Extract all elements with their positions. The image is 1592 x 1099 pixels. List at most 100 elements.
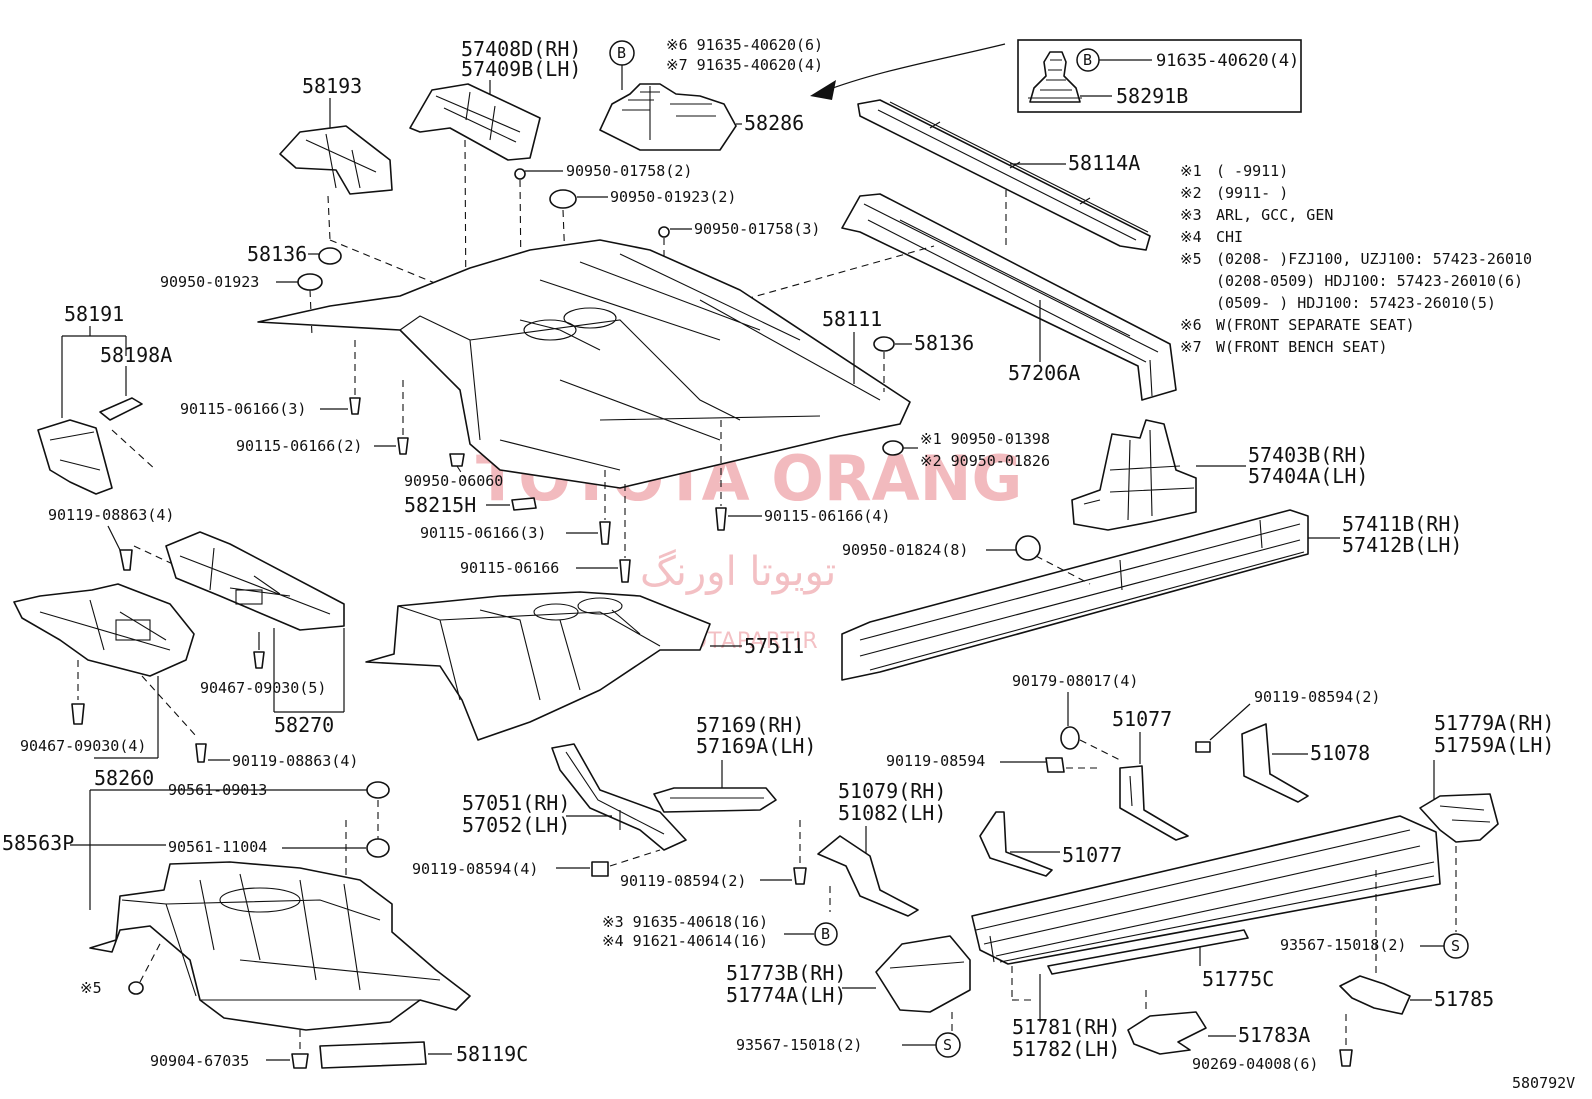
label-58191: 58191 [64,302,124,326]
part-57403b-drawing [1071,419,1197,531]
label-51077-a: 51077 [1112,707,1172,731]
label-51773b: 51773B(RH) [726,961,846,985]
label-58136-right: 58136 [914,331,974,355]
note-mark: ※3 [1180,206,1202,224]
label-51785: 51785 [1434,987,1494,1011]
label-93567-a: 93567-15018(2) [736,1036,862,1054]
label-51078: 51078 [1310,741,1370,765]
label-51779a: 51779A(RH) [1434,711,1554,735]
part-58119c-drawing [319,1041,427,1069]
label-58198a: 58198A [100,343,172,367]
label-58260: 58260 [94,766,154,790]
part-51077-a-drawing [1119,765,1189,841]
note-text: (9911- ) [1216,184,1288,202]
part-57051-drawing [551,743,687,851]
label-58193: 58193 [302,74,362,98]
label-57169a: 57169A(LH) [696,734,816,758]
note-text: (0208-0509) HDJ100: 57423-26010(6) [1216,272,1523,290]
part-57408d-drawing [409,83,541,161]
label-90950-01758-2: 90950-01758(2) [566,162,692,180]
label-51079: 51079(RH) [838,779,946,803]
circle-s-right [1443,933,1469,959]
diagram-id: 580792V [1512,1074,1575,1092]
label-51781: 51781(RH) [1012,1015,1120,1039]
part-51079-drawing [817,835,919,917]
part-58114a-drawing [857,99,1151,251]
label-90904-67035: 90904-67035 [150,1052,249,1070]
note-text: CHI [1216,228,1243,246]
label-57412b: 57412B(LH) [1342,533,1462,557]
label-57511: 57511 [744,634,804,658]
label-58286: 58286 [744,111,804,135]
part-58563p-drawing [89,861,471,1031]
label-57403b: 57403B(RH) [1248,443,1368,467]
part-51773b-drawing [875,935,971,1013]
label-90115: 90115-06166 [460,559,559,577]
note-text: W(FRONT SEPARATE SEAT) [1216,316,1415,334]
part-57511-drawing [365,591,711,741]
label-57409b: 57409B(LH) [461,57,581,81]
label-58119c: 58119C [456,1042,528,1066]
circle-s-right-letter: S [1451,937,1460,955]
label-90561-09013: 90561-09013 [168,781,267,799]
part-51781-drawing [1047,929,1249,975]
part-57206a-drawing [841,193,1177,401]
label-57411b: 57411B(RH) [1342,512,1462,536]
note-mark: ※4 [1180,228,1202,246]
label-57408d: 57408D(RH) [461,37,581,61]
part-51078-drawing [1241,723,1309,803]
label-51082: 51082(LH) [838,801,946,825]
watermark-arabic: تویوتا اورنگ [640,549,836,595]
label-90115-2: 90115-06166(2) [236,437,362,455]
label-90269: 90269-04008(6) [1192,1055,1318,1073]
part-51077-b-drawing [979,811,1053,877]
circle-s-left [935,1032,961,1058]
label-90119-08863-4a: 90119-08863(4) [48,506,174,524]
label-90950-01923: 90950-01923 [160,273,259,291]
note-mark: ※5 [1180,250,1202,268]
label-58270: 58270 [274,713,334,737]
label-58215h: 58215H [404,493,476,517]
part-51775c-drawing [971,815,1441,965]
part-58270-drawing [165,531,345,631]
label-90179: 90179-08017(4) [1012,672,1138,690]
label-57052: 57052(LH) [462,813,570,837]
part-51779a-drawing [1419,793,1499,843]
part-51785-drawing [1339,975,1411,1015]
label-90950-01923-2: 90950-01923(2) [610,188,736,206]
note-mark: ※7 [1180,338,1202,356]
label-58136-left: 58136 [247,242,307,266]
label-inset-b: 91635-40620(4) [1156,51,1299,71]
circle-b-inset-letter: B [1083,51,1092,69]
label-93567-b: 93567-15018(2) [1280,936,1406,954]
label-51077-b: 51077 [1062,843,1122,867]
label-90561-11004: 90561-11004 [168,838,267,856]
label-90467-4: 90467-09030(4) [20,737,146,755]
label-58563p: 58563P [2,831,74,855]
circle-b-mid [814,922,838,946]
label-91635-6: ※6 91635-40620(6) [666,36,823,54]
circle-b-top-letter: B [617,44,626,62]
part-58260-drawing [13,583,195,677]
arrow-head [810,80,836,100]
part-58111-drawing [257,239,911,489]
label-58291b: 58291B [1116,84,1188,108]
boot-58291-drawing [1028,51,1082,103]
label-90119-08594: 90119-08594 [886,752,985,770]
note-text: (0208- )FZJ100, UZJ100: 57423-26010 [1216,250,1532,268]
part-58198a-drawing [99,397,143,421]
label-57206a: 57206A [1008,361,1080,385]
note-text: ARL, GCC, GEN [1216,206,1333,224]
label-note3: ※3 91635-40618(16) [602,913,768,931]
label-note5: ※5 [80,979,102,997]
label-90119-08594-2b: 90119-08594(2) [620,872,746,890]
label-90950-01758-3: 90950-01758(3) [694,220,820,238]
label-90467-5: 90467-09030(5) [200,679,326,697]
label-90950-06060: 90950-06060 [404,472,503,490]
part-57169-drawing [653,787,777,813]
part-58191-drawing [37,419,113,495]
note-mark: ※6 [1180,316,1202,334]
label-90119-08594-2a: 90119-08594(2) [1254,688,1380,706]
label-90950-01824: 90950-01824(8) [842,541,968,559]
